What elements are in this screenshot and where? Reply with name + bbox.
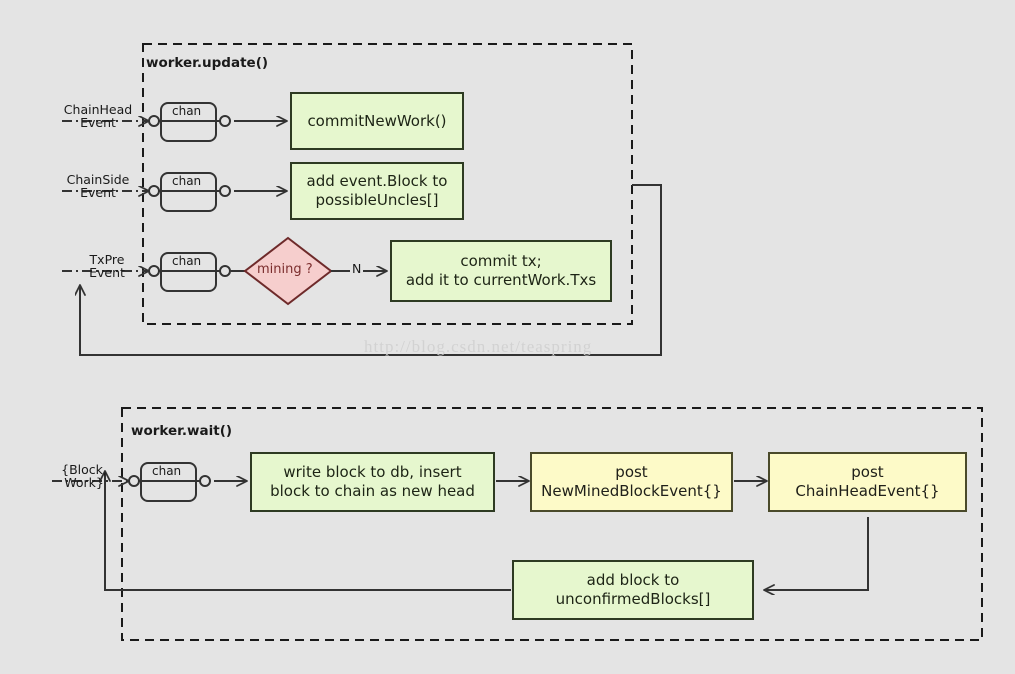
channel-glyph-txpre — [148, 252, 231, 292]
group-box-worker-update — [142, 43, 633, 325]
event-label-txpre: TxPre Event — [89, 252, 125, 281]
channel-glyph-chainside — [148, 172, 231, 212]
process-commit-new-work-label: commitNewWork() — [307, 111, 447, 130]
event-label-chainhead: ChainHead Event — [63, 102, 133, 131]
process-post-newminedblockevent-label: post NewMinedBlockEvent{} — [541, 463, 722, 500]
process-add-possible-uncles[interactable]: add event.Block to possibleUncles[] — [290, 162, 464, 220]
decision-diamond-mining — [243, 236, 333, 306]
edge-chainhead-to-unconfirmed — [765, 517, 869, 590]
edge-label-branch-n: N — [350, 261, 364, 276]
channel-label-txpre: chan — [172, 254, 202, 268]
process-commit-tx-label: commit tx; add it to currentWork.Txs — [405, 252, 597, 289]
decision-label-mining: mining ? — [257, 262, 313, 277]
feedback-loop-wait — [105, 472, 511, 591]
process-write-block[interactable]: write block to db, insert block to chain… — [250, 452, 495, 512]
process-add-unconfirmed-blocks[interactable]: add block to unconfirmedBlocks[] — [512, 560, 754, 620]
group-title-worker-update: worker.update() — [146, 55, 269, 71]
process-commit-new-work[interactable]: commitNewWork() — [290, 92, 464, 150]
feedback-loop-update — [80, 184, 662, 356]
process-post-chainheadevent-label: post ChainHeadEvent{} — [795, 463, 940, 500]
channel-glyph-wait — [128, 462, 211, 502]
process-post-newminedblockevent[interactable]: post NewMinedBlockEvent{} — [530, 452, 733, 512]
channel-glyph-chainhead — [148, 102, 231, 142]
channel-label-wait: chan — [152, 464, 182, 478]
group-box-worker-wait — [121, 407, 983, 641]
process-write-block-label: write block to db, insert block to chain… — [270, 463, 475, 500]
event-label-blockwork: {Block, Work} — [61, 462, 107, 491]
watermark-text: http://blog.csdn.net/teaspring — [364, 337, 593, 356]
group-title-worker-wait: worker.wait() — [131, 423, 233, 439]
process-add-possible-uncles-label: add event.Block to possibleUncles[] — [306, 172, 448, 209]
process-commit-tx[interactable]: commit tx; add it to currentWork.Txs — [390, 240, 612, 302]
channel-label-chainside: chan — [172, 174, 202, 188]
process-post-chainheadevent[interactable]: post ChainHeadEvent{} — [768, 452, 967, 512]
event-label-chainside: ChainSide Event — [66, 172, 130, 201]
process-add-unconfirmed-blocks-label: add block to unconfirmedBlocks[] — [555, 571, 711, 608]
channel-label-chainhead: chan — [172, 104, 202, 118]
